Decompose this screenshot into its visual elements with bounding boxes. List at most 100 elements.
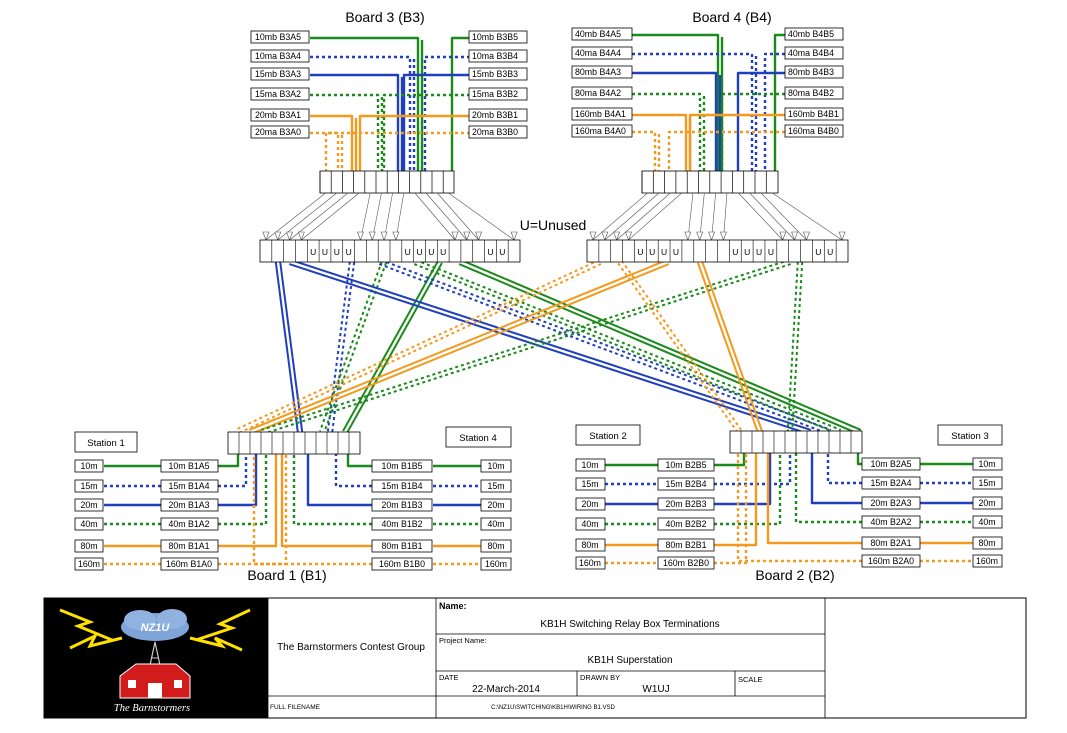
- board2-text-a3: 40m B2B2: [665, 519, 706, 529]
- board3-wire-a0: [310, 36, 420, 175]
- cross-b3-b2-green-dash: [413, 263, 840, 435]
- board2-wire-a4: [714, 452, 758, 547]
- board2-text-a4: 80m B2B1: [665, 540, 706, 550]
- cross-b4-b1-green-dash: [262, 263, 791, 436]
- board4-label-a2: [571, 65, 633, 79]
- board2-band-text-b2: 20m: [978, 498, 995, 508]
- board3-text-a2: 15mb B3A3: [255, 69, 301, 79]
- unused-legend: U=Unused: [520, 217, 587, 233]
- board1-band-text-a1: 15m: [80, 481, 97, 491]
- board1-station-right: Station 4: [459, 433, 497, 444]
- board2-band-text-a5: 160m: [579, 558, 601, 568]
- board1-band-b4: [480, 539, 512, 553]
- board2-band-text-a4: 80m: [581, 540, 598, 550]
- board1-band-a3: [74, 517, 104, 531]
- board2-wire-b0: [856, 452, 862, 466]
- board2-band-a0: [575, 458, 606, 472]
- board4-fan-arrow-head: [613, 231, 621, 241]
- board1-band-a4: [74, 539, 104, 553]
- board3-fan-arrow: [289, 192, 349, 241]
- board3-mid-block-unused-mark: U: [346, 247, 352, 257]
- board4-fan-arrow-head: [625, 231, 632, 241]
- board4-mid-block-unused-mark: U: [649, 247, 655, 257]
- cross-b4-b2-orange: [696, 262, 759, 434]
- board2-band-b2: [972, 496, 1003, 510]
- board3-fan-arrow-head: [286, 231, 293, 241]
- board2-text-b3: 40m B2A2: [870, 517, 911, 527]
- wires-layer: [104, 33, 973, 566]
- board2-station-left: Station 2: [589, 431, 627, 442]
- board4-wire-b0: [773, 33, 785, 175]
- board4-label-b3: [784, 86, 844, 100]
- board4-mid-block-unused-mark: U: [661, 247, 667, 257]
- board2-text-a1: 15m B2B4: [665, 479, 706, 489]
- board4-mid-block-unused-mark: U: [732, 247, 738, 257]
- board4-fan-arrow: [616, 192, 671, 241]
- board3-fan-arrow-head: [262, 231, 270, 241]
- board3-label-a4: [250, 108, 310, 122]
- board2-wire-a5: [714, 452, 748, 565]
- board2-band-text-b1: 15m: [978, 478, 995, 488]
- board4-text-b0: 40mb B4B5: [788, 29, 834, 39]
- board3-text-b3: 15ma B3B2: [472, 89, 518, 99]
- board4-wire-a2: [632, 71, 718, 175]
- board3-mid-block-unused-mark: U: [322, 247, 328, 257]
- board1-band-text-b4: 80m: [487, 541, 504, 551]
- board4-fan-arrow-head: [601, 231, 609, 241]
- board4-wire-b2: [736, 71, 785, 175]
- project-label: Project Name:: [439, 636, 487, 645]
- board3-label-b0: [468, 30, 528, 44]
- board3-label-b1: [468, 49, 528, 63]
- board3-text-a4: 20mb B3A1: [255, 110, 301, 120]
- board4-label-b5: [784, 124, 844, 138]
- cross-b3-b1-green: [342, 260, 439, 432]
- cross-b3-b1-green-dash: [323, 262, 388, 434]
- board3-text-a3: 15ma B3A2: [255, 89, 301, 99]
- board4-wire-a3: [632, 92, 702, 175]
- board1-label-b1: [371, 479, 433, 493]
- board3-mid-block-unused-mark: U: [499, 247, 505, 257]
- board1-label-b4: [371, 539, 433, 553]
- board1-text-a4: 80m B1A1: [168, 541, 209, 551]
- project-name: KB1H Superstation: [587, 655, 672, 666]
- board3-wire-a3: [310, 93, 380, 175]
- board1-wire-b1: [334, 452, 372, 488]
- cross-b3-b2-green: [460, 259, 862, 431]
- board4-text-b3: 80ma B4B2: [788, 88, 834, 98]
- board4-mid-block-unused-mark: U: [756, 247, 762, 257]
- board4-fan-arrow: [772, 192, 843, 241]
- board4-text-a2: 80mb B4A3: [575, 67, 621, 77]
- cross-b4-b2-orange: [701, 260, 764, 432]
- board3-label-b5: [468, 125, 528, 139]
- board3-wire-b3: [382, 93, 470, 175]
- board1-band-text-a2: 20m: [80, 500, 97, 510]
- board2-text-b0: 10m B2A5: [870, 459, 911, 469]
- board4-wire-b5: [667, 130, 785, 175]
- board1-text-a1: 15m B1A4: [168, 481, 209, 491]
- board4-text-a5: 160ma B4A0: [575, 126, 626, 136]
- board4-label-b1: [784, 46, 844, 60]
- cross-b3-b2-green: [458, 263, 860, 435]
- board3-label-a2: [250, 67, 310, 81]
- board3-fan-arrow: [414, 192, 456, 241]
- board3-wire-a2: [310, 73, 400, 175]
- board3-mid-block-unused-mark: U: [487, 247, 493, 257]
- board4-fan-arrow: [760, 192, 807, 241]
- board2-band-a3: [575, 517, 606, 531]
- board4-label-b0: [784, 27, 844, 41]
- board1-label-a1: [160, 479, 219, 493]
- board4-mid-block-unused-mark: U: [744, 247, 750, 257]
- board2-label-a0: [657, 458, 715, 472]
- board2-wire-b1: [826, 452, 862, 485]
- lightning-bolt-icon: [69, 632, 123, 650]
- board1-band-a2: [74, 498, 104, 512]
- board4-text-b5: 160ma B4B0: [788, 126, 839, 136]
- board1-wire-b5: [252, 452, 372, 566]
- board2-wire-a0: [714, 452, 746, 467]
- cross-b3-b2-blue: [290, 258, 811, 431]
- barn-door-icon: [148, 683, 162, 698]
- board4-text-b4: 160mb B4B1: [788, 109, 839, 119]
- board4-fan-arrow: [738, 192, 783, 241]
- board4-mid-block-unused-mark: U: [768, 247, 774, 257]
